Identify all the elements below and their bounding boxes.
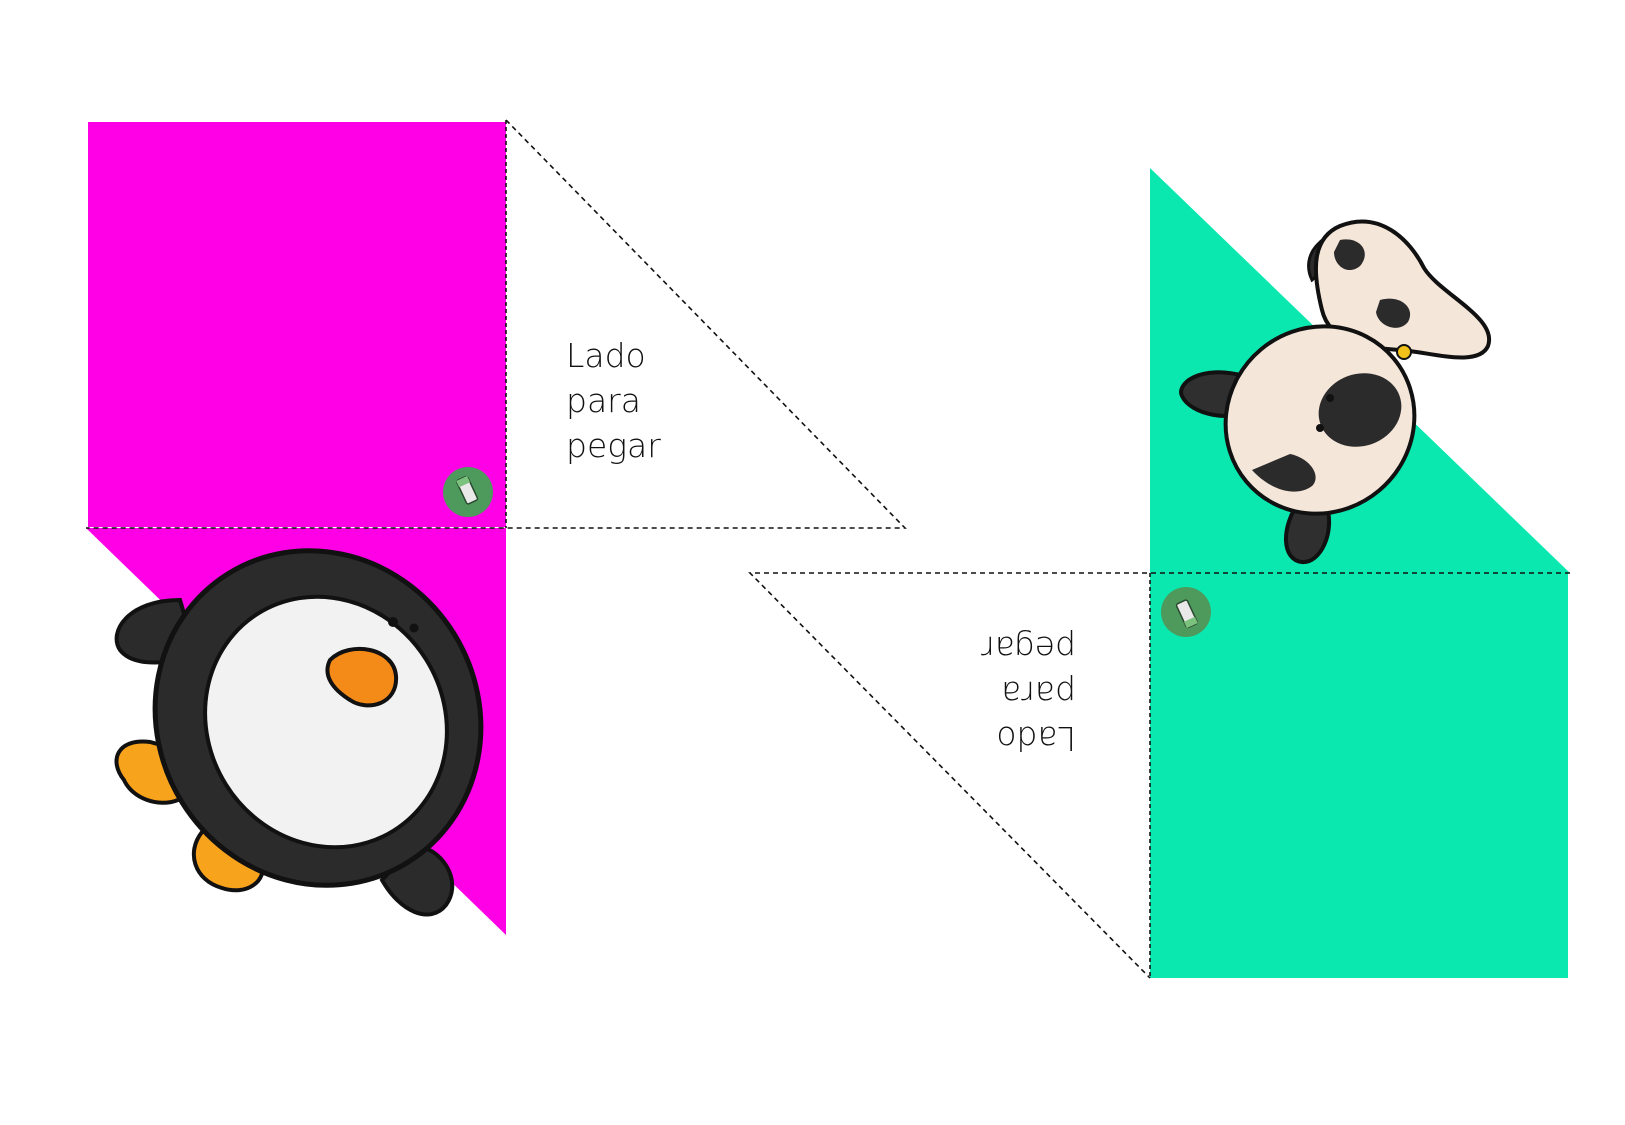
- penguin-icon: [114, 548, 484, 917]
- right-piece: [748, 168, 1570, 979]
- glue-side-label-right: Lado para pegar: [981, 626, 1076, 761]
- magenta-square: [88, 122, 506, 527]
- left-piece: [86, 119, 907, 935]
- mint-square: [1150, 573, 1568, 978]
- glue-tab-outline-right: [748, 572, 1570, 979]
- dog-icon: [1179, 219, 1492, 565]
- glue-side-label-left: Lado para pegar: [566, 333, 661, 468]
- glue-label-line: para: [566, 381, 641, 420]
- glue-label-line: pegar: [981, 629, 1076, 668]
- glue-label-line: pegar: [566, 426, 661, 465]
- glue-label-line: para: [1001, 674, 1076, 713]
- glue-stick-icon-right: [1161, 587, 1211, 637]
- glue-label-line: Lado: [996, 719, 1076, 758]
- glue-tab-outline: [86, 119, 907, 529]
- glue-label-line: Lado: [566, 336, 646, 375]
- glue-stick-icon: [443, 467, 493, 517]
